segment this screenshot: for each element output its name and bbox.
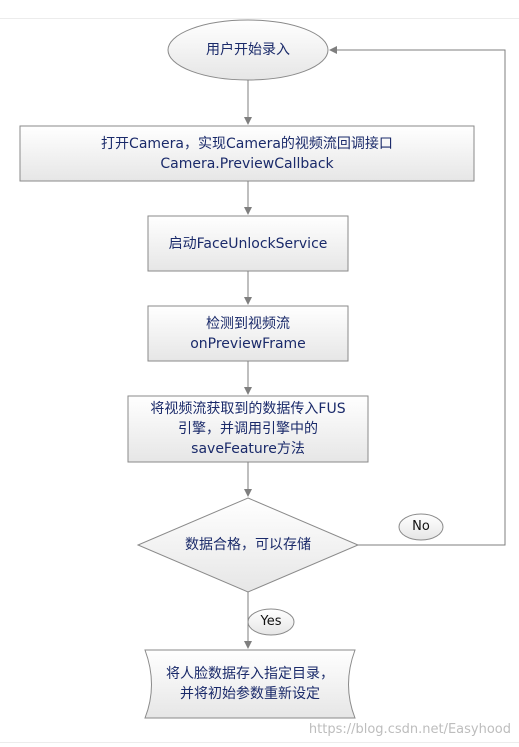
pass-to-engine-label: 将视频流获取到的数据传入FUS 引擎，并调用引擎中的 saveFeature方法	[150, 401, 346, 457]
start-service-label: 启动FaceUnlockService	[168, 235, 328, 252]
yes-label-ellipse	[247, 608, 295, 636]
start-label: 用户开始录入	[206, 42, 290, 58]
store-label: 将人脸数据存入指定目录， 并将初始参数重新设定	[166, 666, 334, 702]
open-camera-box	[19, 125, 475, 182]
pass-to-engine-box	[127, 395, 369, 463]
no-label-ellipse	[398, 513, 444, 541]
check-label: 数据合格，可以存储	[185, 537, 311, 553]
yes-label: Yes	[260, 614, 282, 629]
connector-no-loop	[329, 46, 506, 546]
detect-stream-box	[147, 305, 349, 362]
bottom-divider	[0, 742, 519, 743]
watermark-text: https://blog.csdn.net/Easyhood	[308, 722, 511, 737]
no-label: No	[412, 519, 430, 534]
detect-stream-label: 检测到视频流 onPreviewFrame	[190, 315, 306, 352]
start-service-box	[147, 215, 349, 272]
top-divider	[0, 18, 519, 19]
open-camera-label: 打开Camera，实现Camera的视频流回调接口 Camera.Preview…	[101, 135, 393, 172]
store-document-shape	[144, 649, 356, 719]
